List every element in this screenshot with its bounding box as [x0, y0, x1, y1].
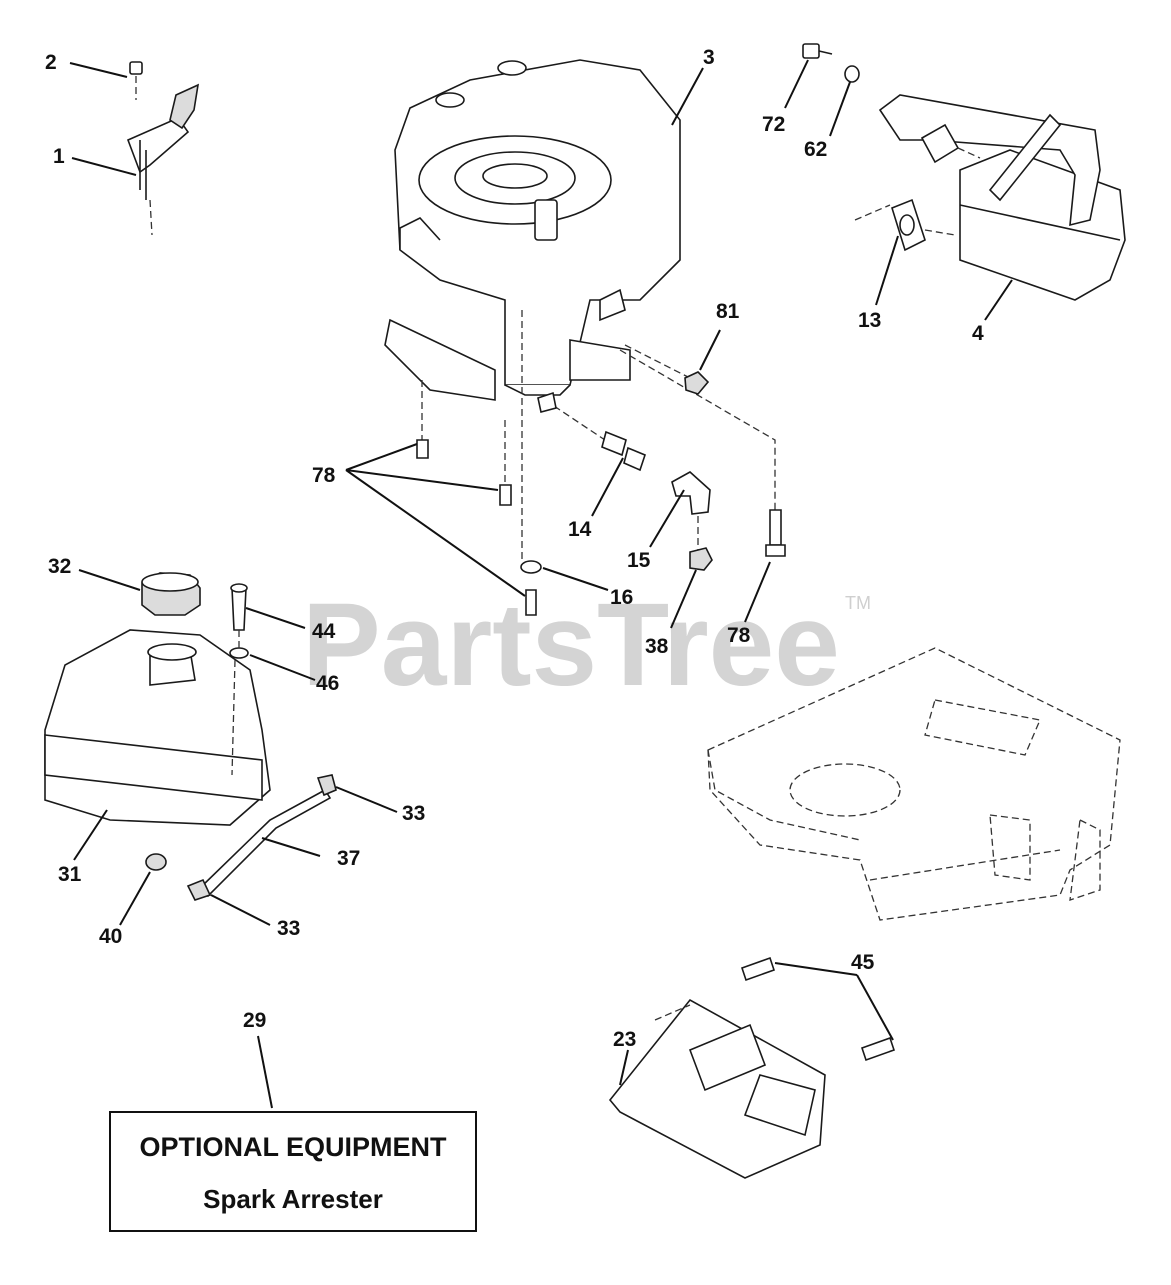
- callout-15: 15: [627, 549, 651, 572]
- callout-72: 72: [762, 113, 785, 136]
- callout-40: 40: [99, 925, 122, 948]
- watermark-brand: PartsTree: [302, 579, 840, 711]
- callout-62: 62: [804, 138, 827, 161]
- fuel-tank-part-31: [44, 629, 271, 826]
- callout-2: 2: [45, 51, 57, 74]
- muffler-part-4: [878, 94, 1126, 301]
- screw-part-44: [231, 587, 247, 631]
- washer-part-46: [229, 647, 249, 659]
- callout-33-upper: 33: [402, 802, 425, 825]
- watermark: PartsTree TM: [302, 579, 871, 711]
- washer-part-16: [520, 560, 542, 574]
- callout-33-lower: 33: [277, 917, 300, 940]
- screw-part-2: [129, 61, 143, 75]
- nut-part-38: [689, 547, 713, 571]
- callout-3: 3: [703, 46, 715, 69]
- clamp-part-33-upper: [316, 774, 337, 797]
- callout-38: 38: [645, 635, 669, 658]
- callout-37: 37: [337, 847, 360, 870]
- engine-part-3: [384, 59, 681, 401]
- bolt-part-72: [802, 43, 820, 59]
- throttle-control: [126, 61, 200, 236]
- callout-44: 44: [312, 620, 336, 643]
- callout-16: 16: [610, 586, 633, 609]
- callout-78-right: 78: [727, 624, 751, 647]
- callout-1: 1: [53, 145, 65, 168]
- callout-81: 81: [716, 300, 740, 323]
- elbow-part-15: [671, 471, 711, 515]
- nipple-part-14: [601, 430, 627, 457]
- callout-45: 45: [851, 951, 875, 974]
- optional-equipment-subtitle: Spark Arrester: [203, 1184, 383, 1214]
- callout-numbers: 2 1 3 72 62 13 4 81 78 14 15 16 38 78 32…: [45, 46, 984, 1051]
- bolts-part-78: [416, 439, 786, 616]
- callout-23: 23: [613, 1028, 636, 1051]
- shield-part-23: [608, 998, 826, 1179]
- optional-equipment-box: OPTIONAL EQUIPMENT Spark Arrester: [109, 1111, 477, 1232]
- callout-4: 4: [972, 322, 984, 345]
- leader-lines: [69, 59, 1013, 1109]
- drain-fitting: [537, 391, 557, 413]
- callout-46: 46: [316, 672, 339, 695]
- bushing-part-40: [145, 853, 167, 871]
- callout-14: 14: [568, 518, 592, 541]
- callout-78-left: 78: [312, 464, 336, 487]
- guide-line-engine-bolt: [619, 349, 776, 510]
- nut-part-81: [684, 371, 710, 395]
- clamp-part-33-lower: [186, 878, 212, 901]
- optional-equipment-title: OPTIONAL EQUIPMENT: [139, 1132, 447, 1162]
- callout-31: 31: [58, 863, 82, 886]
- callout-29: 29: [243, 1009, 266, 1032]
- washer-part-62: [844, 65, 860, 83]
- mount-plate: [707, 647, 1121, 921]
- callout-32: 32: [48, 555, 71, 578]
- screw-part-45-lower: [860, 1036, 896, 1062]
- throttle-bracket: [126, 117, 190, 174]
- throttle-lever: [169, 83, 200, 130]
- watermark-trademark: TM: [845, 593, 871, 613]
- guide-line-nut-81: [624, 344, 691, 379]
- screw-part-45-upper: [740, 956, 776, 982]
- callout-13: 13: [858, 309, 881, 332]
